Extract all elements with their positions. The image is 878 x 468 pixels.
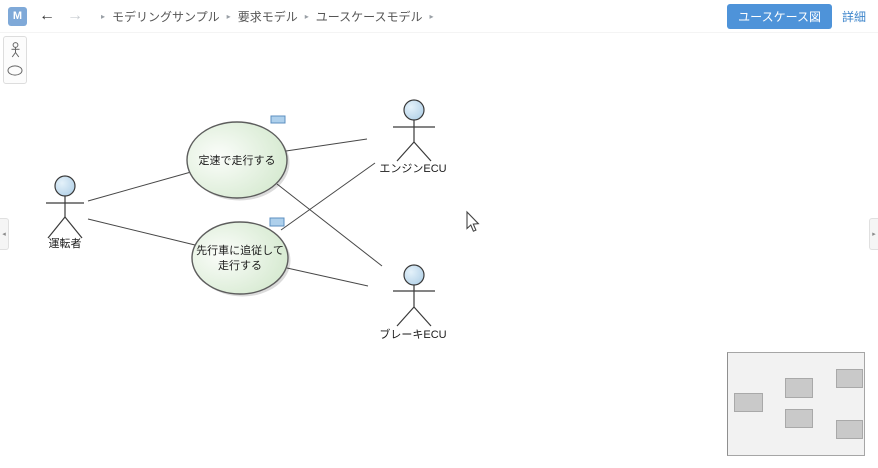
usecase-node-follow-leading-car[interactable]: 先行車に追従して 走行する bbox=[191, 221, 291, 297]
minimap-node bbox=[785, 409, 813, 428]
actor-tool[interactable] bbox=[4, 40, 26, 60]
actor-node-engine-ecu[interactable]: エンジンECU bbox=[379, 99, 447, 175]
minimap-node bbox=[836, 420, 863, 439]
actor-label: エンジンECU bbox=[379, 163, 446, 175]
association-driver-constant[interactable] bbox=[87, 171, 192, 202]
association-driver-follow[interactable] bbox=[87, 218, 196, 246]
usecase-label: 走行する bbox=[218, 259, 262, 272]
app-logo[interactable]: M bbox=[8, 6, 27, 26]
diagram-type-button[interactable]: ユースケース図 bbox=[727, 3, 832, 29]
right-panel-handle[interactable]: ▸ bbox=[869, 218, 878, 250]
breadcrumb-separator-icon: ▸ bbox=[304, 11, 309, 21]
breadcrumb-separator-icon: ▸ bbox=[429, 11, 434, 21]
usecase-label: 定速で走行する bbox=[199, 153, 276, 167]
chevron-right-icon: ▸ bbox=[872, 230, 876, 238]
minimap-panel[interactable] bbox=[727, 352, 865, 456]
actor-label: 運転者 bbox=[49, 237, 82, 250]
breadcrumb-separator-icon: ▸ bbox=[226, 11, 231, 21]
breadcrumb: ▸ モデリングサンプル ▸ 要求モデル ▸ ユースケースモデル ▸ bbox=[101, 8, 434, 25]
collapse-badge-icon[interactable] bbox=[270, 115, 286, 124]
usecase-label: 先行車に追従して bbox=[196, 243, 284, 257]
breadcrumb-item-usecase-model[interactable]: ユースケースモデル bbox=[315, 9, 423, 24]
actor-node-driver[interactable]: 運転者 bbox=[46, 175, 84, 250]
top-bar: M ← → ▸ モデリングサンプル ▸ 要求モデル ▸ ユースケースモデル ▸ … bbox=[0, 0, 878, 33]
chevron-left-icon: ◂ bbox=[2, 230, 6, 238]
actor-node-brake-ecu[interactable]: ブレーキECU bbox=[379, 264, 447, 341]
tool-palette bbox=[3, 36, 27, 84]
actor-label: ブレーキECU bbox=[379, 327, 446, 341]
usecase-ellipse-icon bbox=[7, 64, 23, 76]
association-constant-brake[interactable] bbox=[276, 183, 383, 267]
association-follow-engine[interactable] bbox=[280, 162, 376, 231]
usecase-tool[interactable] bbox=[4, 60, 26, 80]
minimap-node bbox=[785, 378, 813, 398]
actor-icon bbox=[11, 42, 19, 58]
minimap-node bbox=[734, 393, 763, 412]
collapse-badge-icon[interactable] bbox=[269, 217, 285, 227]
usecase-node-constant-speed[interactable]: 定速で走行する bbox=[186, 121, 290, 201]
mouse-cursor-icon bbox=[466, 210, 480, 232]
back-icon[interactable]: ← bbox=[39, 7, 55, 24]
minimap-node bbox=[836, 369, 863, 388]
breadcrumb-separator-icon: ▸ bbox=[101, 11, 106, 21]
association-constant-engine[interactable] bbox=[285, 138, 368, 152]
left-panel-handle[interactable]: ◂ bbox=[0, 218, 9, 250]
forward-icon[interactable]: → bbox=[67, 7, 83, 24]
association-follow-brake[interactable] bbox=[286, 267, 369, 287]
breadcrumb-item-requirement-model[interactable]: 要求モデル bbox=[237, 9, 298, 24]
breadcrumb-item-model-sample[interactable]: モデリングサンプル bbox=[112, 9, 220, 24]
detail-link[interactable]: 詳細 bbox=[841, 9, 866, 24]
